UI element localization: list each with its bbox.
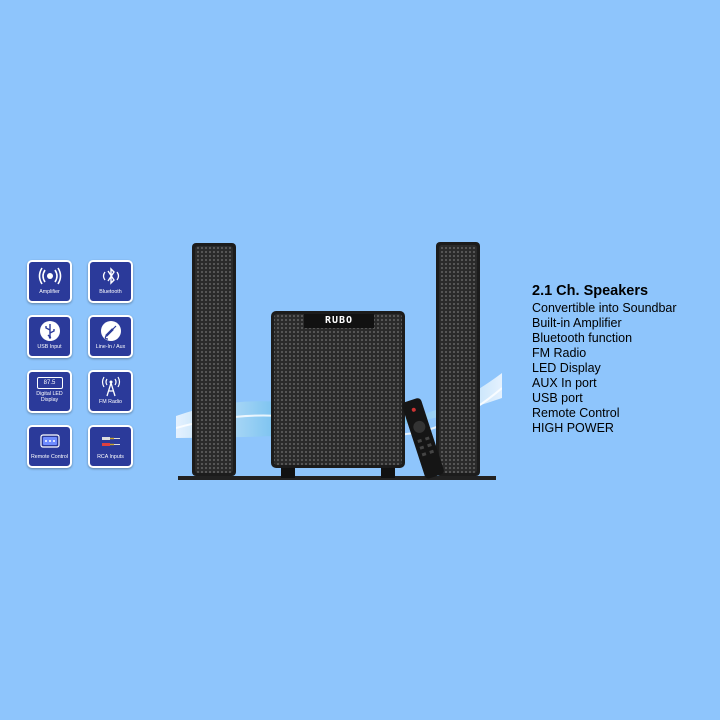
aux-cable-icon: [98, 320, 124, 342]
spec-item: HIGH POWER: [532, 421, 614, 435]
spec-item: Built-in Amplifier: [532, 316, 622, 330]
feature-label: FM Radio: [99, 399, 122, 405]
speaker-system-image: RUBO: [175, 238, 503, 484]
spec-list: 2.1 Ch. Speakers Convertible into Soundb…: [532, 283, 677, 436]
feature-label: Line-In / Aux: [95, 344, 126, 350]
speaker-base: [178, 476, 496, 480]
feature-tile-remote-control: Remote Control: [27, 425, 72, 468]
feature-tile-usb: USB Input: [27, 315, 72, 358]
remote-control-icon: [37, 430, 63, 452]
radio-tower-icon: [98, 375, 124, 397]
feature-label: Digital LED Display: [36, 391, 63, 403]
feature-tile-led-display: 87.5 Digital LED Display: [27, 370, 72, 413]
feature-label: RCA Inputs: [97, 454, 124, 460]
spec-item: AUX In port: [532, 376, 597, 390]
spec-item: USB port: [532, 391, 583, 405]
subwoofer-display: RUBO: [324, 315, 354, 326]
usb-icon: [37, 320, 63, 342]
feature-label: Amplifier: [39, 289, 60, 295]
rca-cable-icon: [98, 430, 124, 452]
led-display-icon: 87.5: [36, 377, 63, 389]
spec-item: Convertible into Soundbar: [532, 301, 677, 315]
feature-tile-bluetooth: Bluetooth: [88, 260, 133, 303]
spec-title: 2.1 Ch. Speakers: [532, 283, 649, 299]
spec-item: Remote Control: [532, 406, 620, 420]
spec-item: LED Display: [532, 361, 601, 375]
feature-tile-rca: RCA Inputs: [88, 425, 133, 468]
remote-control: [402, 398, 444, 479]
bluetooth-icon: [98, 265, 124, 287]
feature-label: USB Input: [37, 344, 62, 350]
feature-grid: Amplifier Bluetooth USB Input: [27, 260, 133, 468]
feature-tile-aux: Line-In / Aux: [88, 315, 133, 358]
feature-label: Remote Control: [30, 454, 69, 460]
spec-item: FM Radio: [532, 346, 587, 360]
wave-decoration: [176, 373, 502, 438]
amplifier-icon: [37, 265, 63, 287]
feature-tile-amplifier: Amplifier: [27, 260, 72, 303]
spec-item: Bluetooth function: [532, 331, 633, 345]
feature-label: Bluetooth: [99, 289, 122, 295]
feature-tile-fm-radio: FM Radio: [88, 370, 133, 413]
speaker-system-illustration: [175, 242, 503, 480]
